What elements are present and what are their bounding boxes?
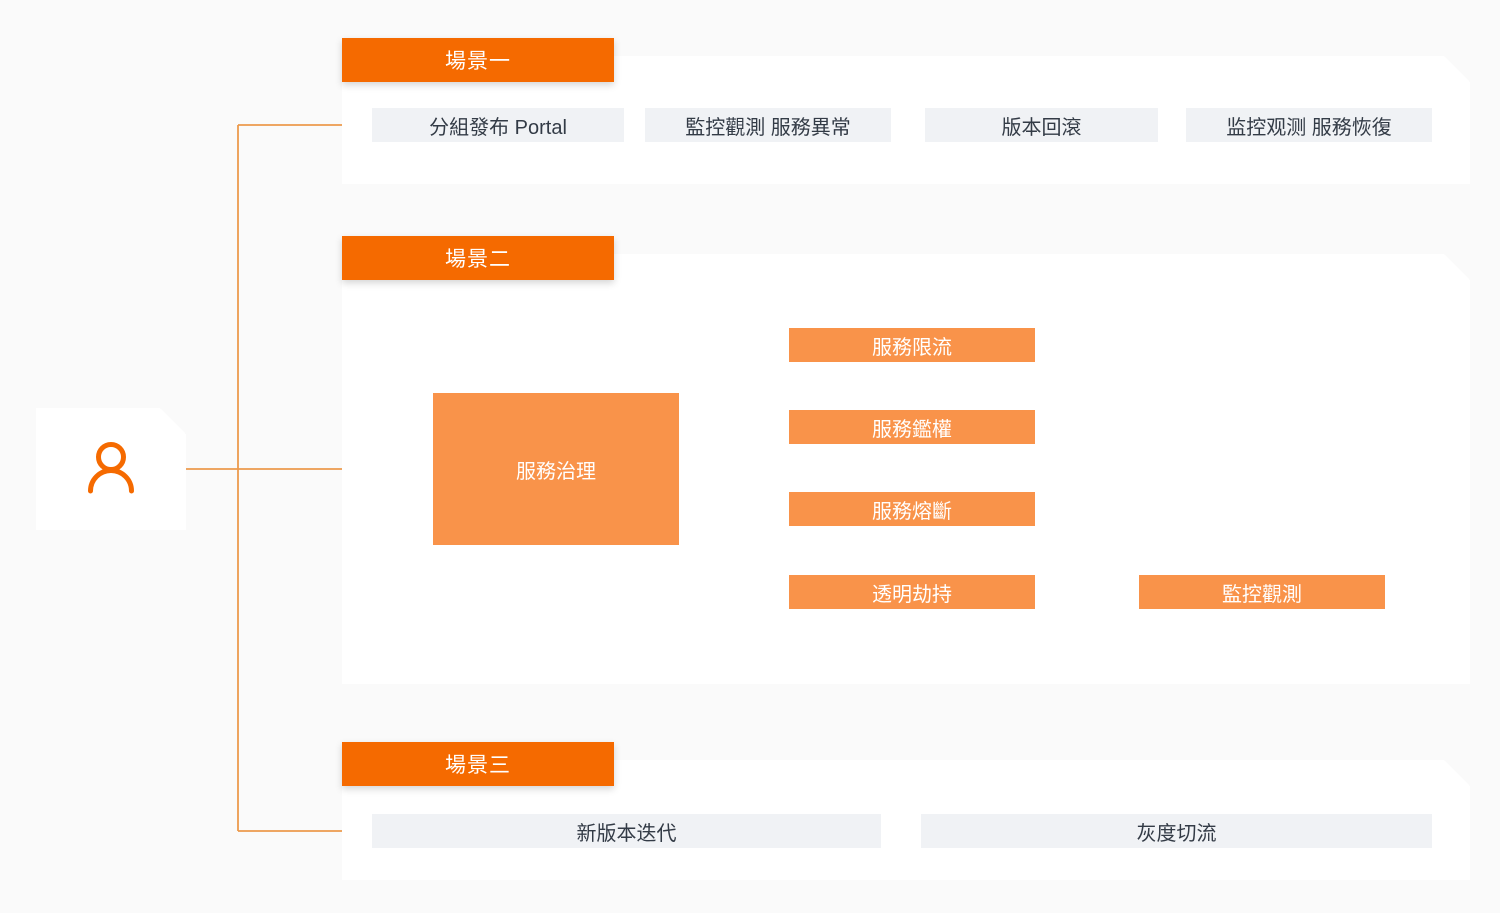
scenario-2-header: 場景二 bbox=[342, 236, 614, 280]
actor-card[interactable] bbox=[36, 408, 186, 530]
scenario-2-branch-3[interactable]: 服務熔斷 bbox=[789, 492, 1035, 526]
scenario-2-branch-4[interactable]: 透明劫持 bbox=[789, 575, 1035, 609]
scenario-2-branch-2[interactable]: 服務鑑權 bbox=[789, 410, 1035, 444]
scenario-2-tail-node[interactable]: 監控觀測 bbox=[1139, 575, 1385, 609]
scenario-3-header: 場景三 bbox=[342, 742, 614, 786]
scenario-3-step-2[interactable]: 灰度切流 bbox=[921, 814, 1432, 848]
scenario-1-step-4[interactable]: 监控观测 服務恢復 bbox=[1186, 108, 1432, 142]
scenario-2-root-node[interactable]: 服務治理 bbox=[433, 393, 679, 545]
scenario-1-header: 場景一 bbox=[342, 38, 614, 82]
scenario-1-step-3[interactable]: 版本回滾 bbox=[925, 108, 1158, 142]
user-icon bbox=[83, 439, 139, 499]
scenario-2-branch-1[interactable]: 服務限流 bbox=[789, 328, 1035, 362]
scenario-1-step-1[interactable]: 分組發布 Portal bbox=[372, 108, 624, 142]
scenario-3-step-1[interactable]: 新版本迭代 bbox=[372, 814, 881, 848]
scenario-1-step-2[interactable]: 監控觀測 服務異常 bbox=[645, 108, 891, 142]
